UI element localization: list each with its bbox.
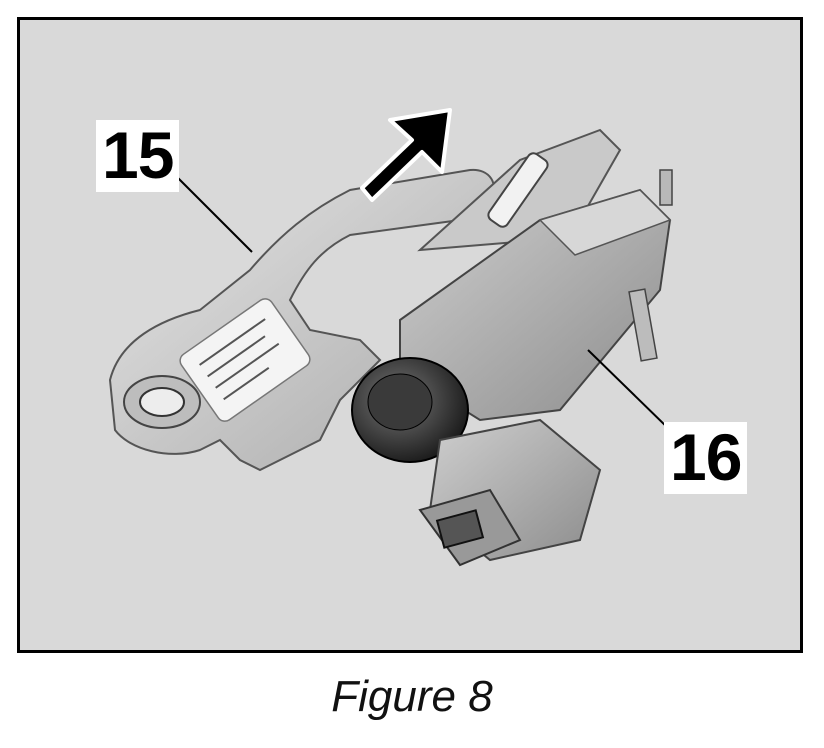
callout-label-16: 16 xyxy=(664,422,748,494)
component-illustration xyxy=(108,108,673,567)
solenoid-valve xyxy=(351,128,673,567)
leader-line-16 xyxy=(587,349,671,431)
arrow-up-right-icon xyxy=(360,108,452,202)
callout-label-15: 15 xyxy=(96,120,180,192)
mounting-bracket xyxy=(108,168,495,472)
leader-line-15 xyxy=(169,169,253,253)
figure-frame: 15 16 xyxy=(17,17,803,653)
figure-caption: Figure 8 xyxy=(331,672,493,721)
